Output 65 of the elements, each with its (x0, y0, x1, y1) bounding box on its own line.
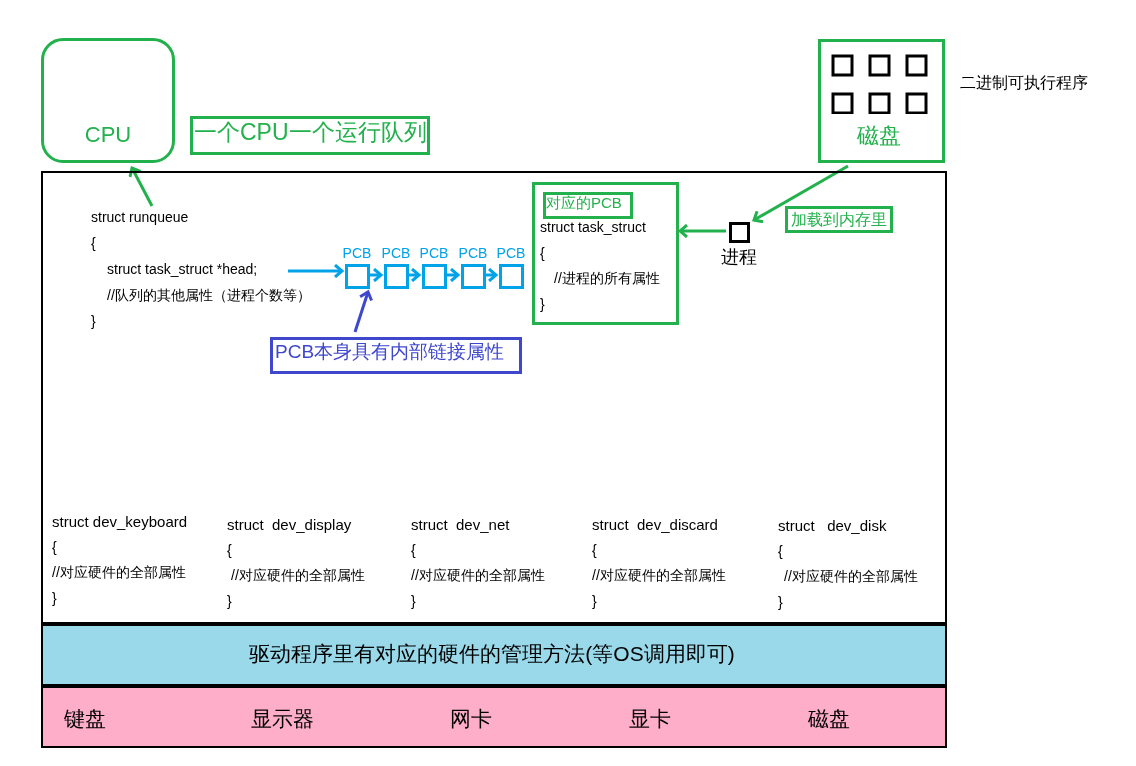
code-line: { (91, 235, 96, 252)
pcb-label: PCB (457, 245, 489, 262)
device-label: 网卡 (449, 706, 493, 732)
code-line: { (227, 542, 232, 559)
code-line: struct dev_discard (592, 516, 718, 534)
hardware-band (41, 686, 947, 748)
code-line: { (778, 543, 783, 560)
code-line: } (778, 594, 783, 611)
device-label: 显示器 (249, 706, 315, 732)
arrow (288, 263, 344, 279)
arrow (678, 223, 726, 239)
code-line: struct dev_keyboard (52, 513, 188, 531)
device-label: 键盘 (63, 706, 107, 732)
code-line: struct dev_net (411, 516, 510, 534)
disk-label: 磁盘 (855, 123, 902, 150)
code-line: //对应硬件的全部属性 (231, 567, 365, 584)
code-line: } (540, 296, 545, 313)
cpu-label: CPU (83, 122, 133, 149)
note-text: 一个CPU一个运行队列 (194, 119, 427, 147)
code-line: struct runqueue (91, 209, 189, 226)
code-line: } (592, 593, 597, 610)
code-line: { (52, 539, 57, 556)
code-line: //对应硬件的全部属性 (784, 568, 918, 585)
code-line: } (91, 313, 96, 330)
code-line: { (411, 542, 416, 559)
code-line: } (52, 590, 57, 607)
pcb-label: PCB (418, 245, 450, 262)
code-line: struct dev_disk (778, 517, 887, 535)
side-note: 二进制可执行程序 (960, 73, 1088, 93)
heading-text: 对应的PCB (546, 194, 622, 212)
pcb-label: PCB (380, 245, 412, 262)
code-line: //对应硬件的全部属性 (411, 567, 545, 584)
code-line: //对应硬件的全部属性 (592, 567, 726, 584)
code-line: //对应硬件的全部属性 (52, 564, 186, 581)
note-text: PCB本身具有内部链接属性 (275, 341, 505, 364)
pcb-label: PCB (341, 245, 373, 262)
driver-band (41, 624, 947, 686)
memory-box (41, 171, 947, 624)
process-label: 进程 (720, 247, 758, 269)
code-line: { (540, 245, 545, 262)
code-line: //进程的所有属性 (554, 270, 660, 287)
band-text: 驱动程序里有对应的硬件的管理方法(等OS调用即可) (248, 641, 736, 667)
code-line: struct task_struct (540, 219, 646, 236)
device-label: 显卡 (628, 706, 672, 732)
code-line: } (411, 593, 416, 610)
arrow (353, 290, 374, 333)
note-box (270, 337, 522, 374)
arrow (752, 164, 849, 224)
arrow (485, 267, 498, 283)
pcb-label: PCB (495, 245, 527, 262)
pcb-struct-box (532, 182, 679, 325)
arrow (408, 267, 421, 283)
code-line: struct task_struct *head; (107, 261, 258, 278)
device-label: 磁盘 (807, 706, 851, 732)
code-line: } (227, 593, 232, 610)
code-line: { (592, 542, 597, 559)
arrow (128, 166, 154, 207)
cpu-box (41, 38, 175, 163)
code-line: //队列的其他属性（进程个数等） (107, 287, 311, 304)
code-line: struct dev_display (227, 516, 352, 534)
heading-box (543, 192, 633, 219)
edge-label: 加载到内存里 (785, 206, 893, 234)
arrow (446, 267, 460, 283)
note-box (190, 116, 430, 155)
arrow (369, 267, 383, 283)
